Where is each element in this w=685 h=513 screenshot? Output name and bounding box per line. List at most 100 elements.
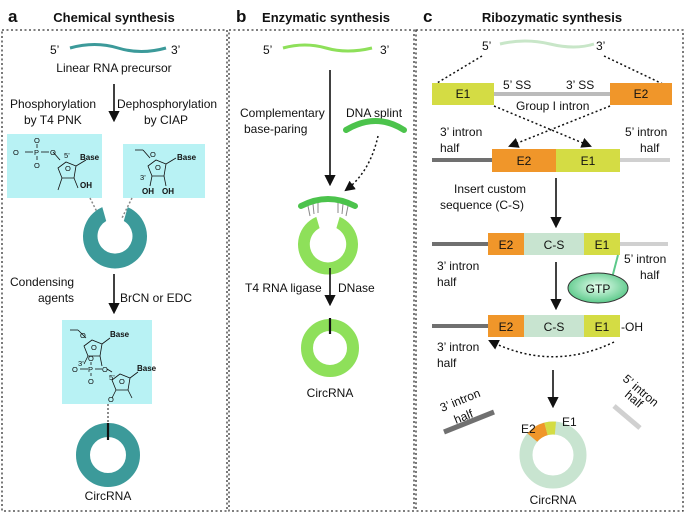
circrna-e1-label: E1 xyxy=(562,415,577,429)
phosphodiester-box xyxy=(62,320,152,404)
phos-p: P xyxy=(34,148,39,157)
panel-c-5prime: 5’ xyxy=(482,39,491,53)
intron5-label-row3-2: half xyxy=(640,268,660,282)
excised-intron5 xyxy=(612,404,642,430)
panel-c-letter: c xyxy=(423,7,432,26)
exon-e1-row2 xyxy=(556,149,620,172)
e1-label-row4: E1 xyxy=(595,320,610,334)
phosphorylated-end-box xyxy=(7,134,102,198)
group-intron-label: Group I intron xyxy=(516,99,589,113)
hydroxyl-o-top: O xyxy=(150,150,156,159)
e1-label-row3: E1 xyxy=(595,238,610,252)
pd-o-up: O xyxy=(88,354,94,363)
condensing-label-1: Condensing xyxy=(10,275,74,289)
excised-intron3 xyxy=(443,409,495,435)
intron5-label-row2-1: 5’ intron xyxy=(625,125,667,139)
exon-e1-row1 xyxy=(432,83,494,105)
insert-label-1: Insert custom xyxy=(454,182,526,196)
condensing-label-2: agents xyxy=(38,291,74,305)
pd-o-top: O xyxy=(80,331,86,340)
oh-label: -OH xyxy=(621,320,643,334)
expand-line-right xyxy=(603,55,668,87)
panel-b-3prime: 3’ xyxy=(380,43,389,57)
dna-splint-label: DNA splint xyxy=(346,106,403,120)
panel-a-product: CircRNA xyxy=(85,489,132,503)
phosphorylation-label-1: Phosphorylation xyxy=(10,97,96,111)
hydroxyl-oh-1: OH xyxy=(142,187,154,196)
phosphodiester-structure xyxy=(70,329,139,399)
precursor-label: Linear RNA precursor xyxy=(56,61,171,75)
dephosphorylated-end-box xyxy=(123,144,205,198)
intron3-label-row4-1: 3’ intron xyxy=(437,340,479,354)
pd-o-right: O xyxy=(102,365,108,374)
panel-a-border xyxy=(1,29,228,512)
custom-sequence-row3 xyxy=(524,233,584,255)
linear-rna-b xyxy=(282,43,373,53)
phosphate-structure xyxy=(25,144,87,191)
gtp-label: GTP xyxy=(586,282,611,296)
hydroxyl-structure xyxy=(135,149,177,187)
hydroxyl-base-label: Base xyxy=(177,153,197,162)
panel-c-border xyxy=(415,29,684,512)
intron3-label-row2-1: 3’ intron xyxy=(440,125,482,139)
exon-e1-row3 xyxy=(584,233,620,255)
pd-ring-o-1: O xyxy=(91,343,97,352)
panel-b-5prime: 5’ xyxy=(263,43,272,57)
panel-c: c Ribozymatic synthesis 5’ 3’ E1 E2 5’ S… xyxy=(423,7,672,507)
intron3-label-row4-2: half xyxy=(437,356,457,370)
exon-e1-row4 xyxy=(584,315,620,337)
dephosphorylation-label-2: by CIAP xyxy=(144,113,188,127)
insert-label-2: sequence (C-S) xyxy=(440,198,524,212)
circrna-e2-label: E2 xyxy=(521,422,536,436)
phos-o-bottom: O xyxy=(34,161,40,170)
ss5-label: 5’ SS xyxy=(503,78,531,92)
e2-label-row4: E2 xyxy=(499,320,514,334)
panel-a: a Chemical synthesis 5’ 3’ Linear RNA pr… xyxy=(7,7,217,503)
splint-dotted-arrow xyxy=(344,135,379,192)
hydroxyl-c3-label: 3’ xyxy=(140,173,146,182)
base-pair-ticks xyxy=(307,203,349,217)
phos-ring-o: O xyxy=(65,164,71,173)
complementary-label-1: Complementary xyxy=(240,106,325,120)
linear-rna-c xyxy=(499,39,595,49)
custom-sequence-row4 xyxy=(524,315,584,337)
intron5-label-row2-2: half xyxy=(640,141,660,155)
excised-intron3-label-2: half xyxy=(452,406,476,426)
pd-ring-o-2: O xyxy=(119,377,125,386)
panel-a-title: Chemical synthesis xyxy=(53,10,174,25)
complementary-label-2: base-paring xyxy=(244,122,307,136)
dna-splint xyxy=(343,118,407,133)
pd-base-1: Base xyxy=(110,330,130,339)
cs-label-row4: C-S xyxy=(544,320,565,334)
exon-e2-row2 xyxy=(492,149,556,172)
panel-a-letter: a xyxy=(8,7,18,26)
attack-dotted-arrow xyxy=(488,340,615,358)
e2-label-row1: E2 xyxy=(634,87,649,101)
pd-c5-label: 5’ xyxy=(109,373,115,382)
phos-o-left: O xyxy=(13,148,19,157)
ss3-label: 3’ SS xyxy=(566,78,594,92)
panel-b-product: CircRNA xyxy=(307,386,354,400)
pd-c3-label: 3’ xyxy=(78,359,84,368)
intron3-label-row3-1: 3’ intron xyxy=(437,259,479,273)
hydroxyl-oh-2: OH xyxy=(162,187,174,196)
panel-b-letter: b xyxy=(236,7,246,26)
pd-o-bottom: O xyxy=(108,395,114,404)
e1-label-row2: E1 xyxy=(581,154,596,168)
e2-label-row2: E2 xyxy=(517,154,532,168)
open-circular-rna xyxy=(82,207,147,269)
panel-a-3prime: 3’ xyxy=(171,43,180,57)
panel-c-product: CircRNA xyxy=(530,493,577,507)
hydroxyl-ring-o: O xyxy=(155,163,161,172)
circrna-e1-segment xyxy=(544,421,556,436)
phos-c5-label: 5’ xyxy=(64,151,70,160)
ligase-label: T4 RNA ligase xyxy=(245,281,322,295)
exon-e2-row1 xyxy=(610,83,672,105)
intron5-label-row3-1: 5’ intron xyxy=(624,252,666,266)
pd-o-left: O xyxy=(72,365,78,374)
phosphorylation-label-2: by T4 PNK xyxy=(24,113,82,127)
panel-c-3prime: 3’ xyxy=(596,39,605,53)
cross-arrow-1 xyxy=(493,105,592,148)
phos-oh-label: OH xyxy=(80,181,92,190)
